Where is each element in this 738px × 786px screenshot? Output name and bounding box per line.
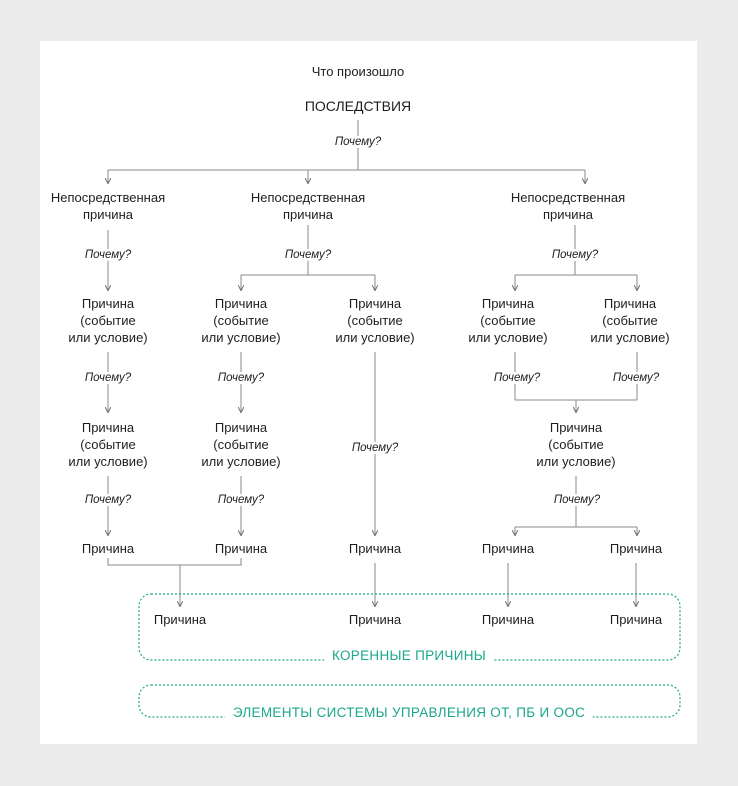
why-label: Почему? [349,442,401,454]
root-cause: Причина [609,612,663,627]
why-label: Почему? [610,372,662,384]
root-causes-label: КОРЕННЫЕ ПРИЧИНЫ [323,648,495,663]
system-elements-label: ЭЛЕМЕНТЫ СИСТЕМЫ УПРАВЛЕНИЯ ОТ, ПБ И ООС [224,705,594,720]
why-label: Почему? [551,494,603,506]
cause-event: Причина (событие или условие) [201,296,281,345]
why-label: Почему? [491,372,543,384]
cause: Причина [81,541,135,556]
why-label: Почему? [282,249,334,261]
root-cause: Причина [481,612,535,627]
cause-event: Причина (событие или условие) [335,296,415,345]
why-label: Почему? [82,249,134,261]
why-label: Почему? [215,494,267,506]
cause: Причина [214,541,268,556]
diagram-panel [40,41,697,744]
root-cause: Причина [153,612,207,627]
immediate-cause-3: Непосредственная причина [510,190,626,222]
cause-event: Причина (событие или условие) [201,420,281,469]
why-label: Почему? [82,372,134,384]
immediate-cause-1: Непосредственная причина [50,190,166,222]
cause: Причина [348,541,402,556]
consequences-label: ПОСЛЕДСТВИЯ [304,98,412,114]
cause-event: Причина (событие или условие) [536,420,616,469]
why-label: Почему? [215,372,267,384]
root-cause: Причина [348,612,402,627]
cause-event: Причина (событие или условие) [468,296,548,345]
why-label: Почему? [82,494,134,506]
cause: Причина [481,541,535,556]
cause-event: Причина (событие или условие) [68,296,148,345]
cause: Причина [609,541,663,556]
why-label: Почему? [549,249,601,261]
cause-event: Причина (событие или условие) [68,420,148,469]
cause-event: Причина (событие или условие) [590,296,670,345]
root-causes-box [138,593,681,661]
immediate-cause-2: Непосредственная причина [250,190,366,222]
why-label: Почему? [332,136,384,148]
what-happened-label: Что произошло [311,64,405,79]
